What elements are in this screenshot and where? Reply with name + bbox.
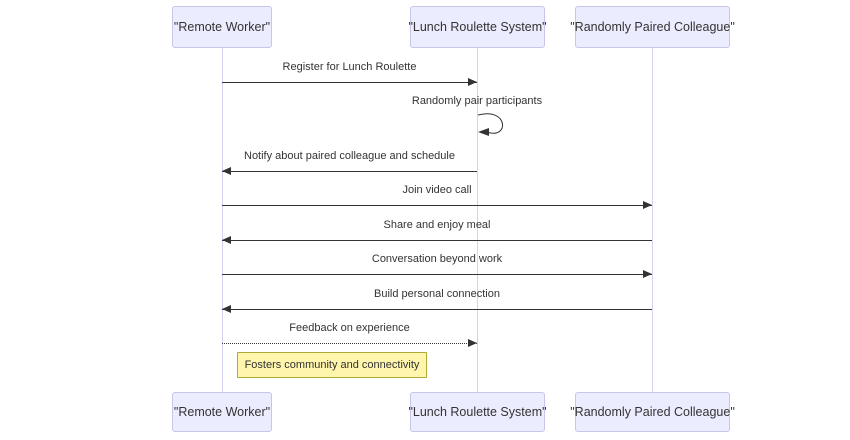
arrowhead-left-icon <box>222 236 231 244</box>
actor-label: "Randomly Paired Colleague" <box>570 20 735 34</box>
message-arrow-line <box>222 240 652 241</box>
actor-top-remote-worker: "Remote Worker" <box>172 6 272 48</box>
self-loop-arrow-icon <box>477 113 503 136</box>
actor-bottom-lunch-roulette-system: "Lunch Roulette System" <box>408 392 547 432</box>
note-label: Fosters community and connectivity <box>244 359 420 371</box>
message-label: Conversation beyond work <box>371 253 503 265</box>
lifeline-remote-worker <box>222 48 223 392</box>
message-label: Feedback on experience <box>289 322 410 334</box>
actor-top-lunch-roulette-system: "Lunch Roulette System" <box>408 6 547 48</box>
arrowhead-right-icon <box>468 339 477 347</box>
message-label: Notify about paired colleague and schedu… <box>244 150 455 162</box>
actor-bottom-randomly-paired-colleague: "Randomly Paired Colleague" <box>570 392 735 432</box>
message-label: Randomly pair participants <box>411 95 543 107</box>
arrowhead-right-icon <box>643 201 652 209</box>
arrowhead-right-icon <box>643 270 652 278</box>
message-label: Register for Lunch Roulette <box>282 61 417 73</box>
actor-label: "Lunch Roulette System" <box>408 405 547 419</box>
actor-label: "Randomly Paired Colleague" <box>570 405 735 419</box>
actor-label: "Remote Worker" <box>173 20 271 34</box>
actor-bottom-remote-worker: "Remote Worker" <box>172 392 272 432</box>
message-arrow-line <box>222 82 477 83</box>
arrowhead-left-icon <box>222 305 231 313</box>
message-arrow-line <box>222 309 652 310</box>
message-label: Share and enjoy meal <box>383 219 491 231</box>
message-arrow-line <box>222 274 652 275</box>
arrowhead-left-icon <box>222 167 231 175</box>
message-arrow-line <box>222 205 652 206</box>
actor-label: "Lunch Roulette System" <box>408 20 547 34</box>
message-label: Join video call <box>402 184 472 196</box>
arrowhead-right-icon <box>468 78 477 86</box>
message-arrow-line <box>222 171 477 172</box>
lifeline-lunch-roulette-system <box>477 48 478 392</box>
lifeline-randomly-paired-colleague <box>652 48 653 392</box>
note: Fosters community and connectivity <box>237 352 427 378</box>
actor-label: "Remote Worker" <box>173 405 271 419</box>
message-label: Build personal connection <box>374 288 500 300</box>
message-arrow-line-dotted <box>222 343 477 344</box>
actor-top-randomly-paired-colleague: "Randomly Paired Colleague" <box>570 6 735 48</box>
